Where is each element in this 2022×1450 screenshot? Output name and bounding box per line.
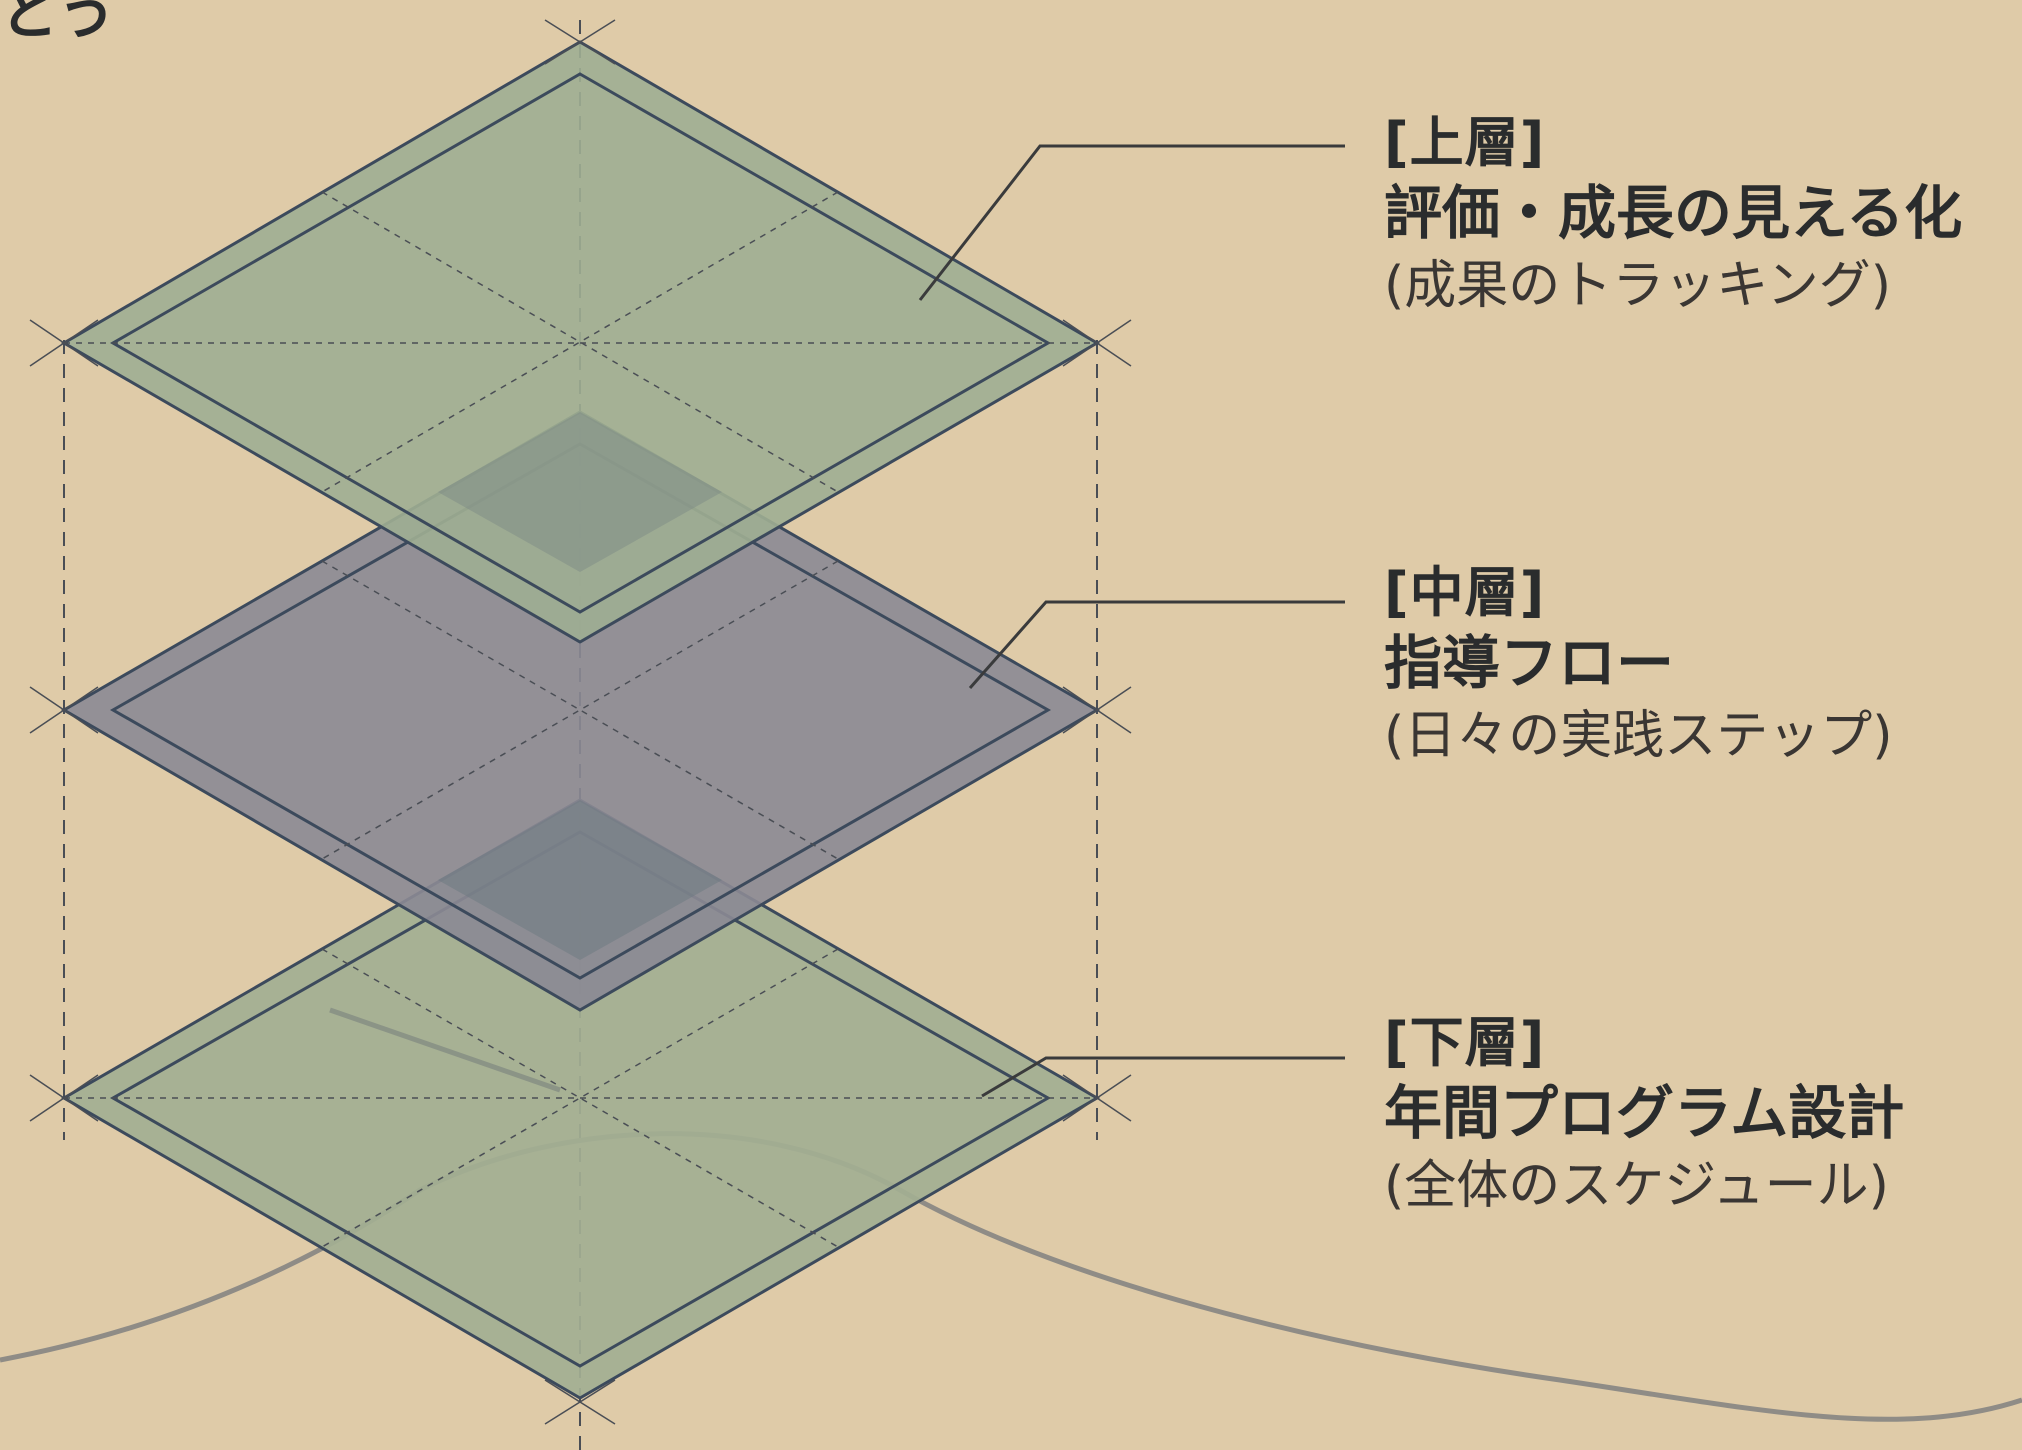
layer-top-center-overlap	[438, 412, 722, 572]
layer-middle	[61, 410, 1100, 1012]
layer-bottom-fold	[329, 1007, 561, 1093]
layer-subtitle: (日々の実践ステップ)	[1384, 706, 1893, 766]
label-bottom-layer: [下層] 年間プログラム設計 (全体のスケジュール)	[1384, 1012, 1904, 1218]
layer-top-grid	[321, 191, 839, 493]
layer-top-grid	[321, 191, 839, 493]
corner-ticks	[29, 19, 1132, 1425]
layer-top	[61, 40, 1100, 644]
layer-bottom-inner	[109, 830, 1052, 1368]
leader-middle	[968, 600, 1345, 689]
layer-subtitle: (成果のトラッキング)	[1384, 256, 1892, 316]
layer-title: 指導フロー	[1384, 629, 1675, 697]
layer-tag: [中層]	[1384, 561, 1546, 624]
layer-top-inner	[109, 72, 1052, 614]
label-top-layer: [上層] 評価・成長の見える化 (成果のトラッキング)	[1384, 112, 1962, 318]
corner-text-fragment: とう	[0, 0, 117, 47]
layer-middle-grid	[321, 560, 839, 860]
layer-title: 年間プログラム設計	[1384, 1079, 1905, 1147]
layer-tag: [上層]	[1384, 111, 1546, 174]
layer-bottom-grid	[321, 948, 839, 1248]
label-middle-layer: [中層] 指導フロー (日々の実践ステップ)	[1384, 562, 1893, 768]
leader-top	[918, 144, 1345, 301]
layer-middle-grid	[321, 560, 839, 860]
layer-tag: [下層]	[1384, 1011, 1546, 1074]
layer-bottom	[61, 798, 1100, 1400]
layer-subtitle: (全体のスケジュール)	[1384, 1156, 1889, 1216]
layer-title: 評価・成長の見える化	[1384, 179, 1963, 247]
leader-bottom	[981, 1056, 1345, 1098]
layer-top-plate	[61, 40, 1100, 644]
layer-middle-center-overlap	[438, 800, 722, 960]
layer-bottom-grid	[321, 948, 839, 1248]
layer-middle-inner	[109, 442, 1052, 980]
